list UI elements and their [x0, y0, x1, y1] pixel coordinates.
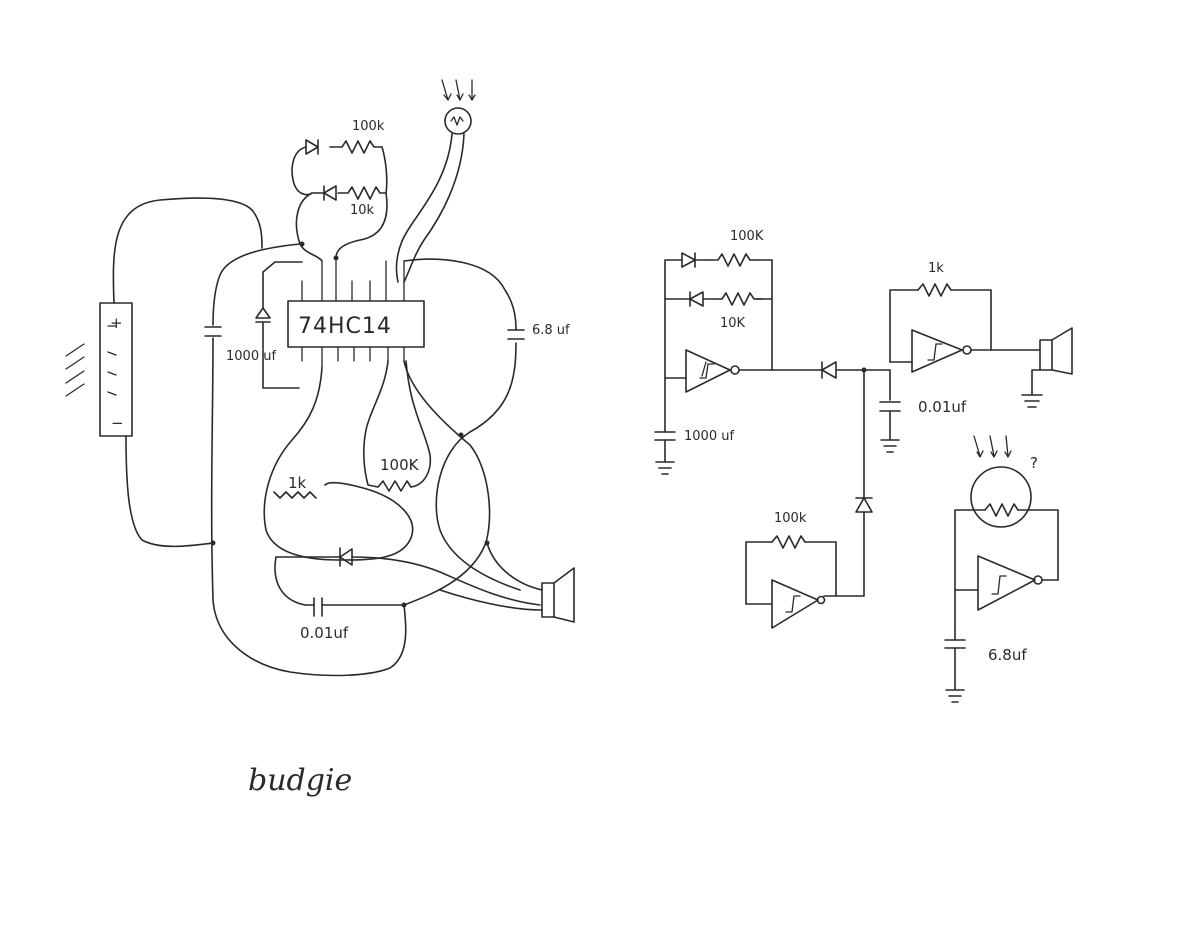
cap-right-label: 6.8 uf — [532, 323, 570, 338]
wire-battery-top — [112, 197, 263, 304]
ground-icon — [880, 410, 900, 453]
schematic-diagram: 100K 10K 1000 uf 1k — [654, 229, 1073, 703]
schmitt-inverter-icon — [685, 349, 740, 393]
diode-icon — [855, 497, 873, 513]
cap-68-label: 6.8uf — [988, 646, 1027, 664]
cap-left-label: 1000 uf — [226, 349, 276, 364]
capacitor-icon — [879, 401, 901, 412]
resistor-top-label: 100k — [352, 119, 385, 134]
res-100k-low-label: 100k — [774, 511, 807, 526]
diode-icon — [681, 252, 704, 307]
diode-icon — [255, 271, 300, 389]
speaker-icon — [541, 567, 575, 623]
resistor-icon — [709, 253, 763, 306]
ground-icon — [655, 439, 675, 475]
capacitor-icon — [944, 639, 966, 649]
photo-resistor-icon — [441, 79, 476, 135]
schmitt-inverter-icon — [771, 579, 826, 629]
wire-battery-bottom — [125, 435, 214, 548]
battery-minus-label: − — [111, 414, 124, 432]
resistor-100k-label: 100K — [380, 456, 420, 474]
res-10k-label: 10K — [720, 316, 746, 331]
physical-wiring-sketch: + − 1000 uf 74HC14 — [65, 79, 575, 677]
diode-icon — [339, 547, 353, 567]
cap-1000-label: 1000 uf — [684, 429, 734, 444]
resistor-icon — [273, 491, 317, 499]
photo-resistor-icon — [970, 435, 1032, 528]
wire-left-loop — [210, 243, 407, 677]
capacitor-icon — [313, 597, 323, 617]
diode-icon — [821, 361, 837, 379]
schmitt-inverter-icon — [911, 329, 972, 373]
speaker-icon — [1039, 327, 1073, 375]
wire-photo-resistor — [395, 133, 453, 283]
cap-bottom-label: 0.01uf — [300, 624, 349, 642]
ground-icon — [945, 647, 965, 703]
cap-001-label: 0.01uf — [918, 398, 967, 416]
resistor-1k-label: 1k — [288, 474, 307, 492]
resistor-icon — [917, 283, 952, 297]
drawing-caption: budgie — [248, 763, 352, 798]
question-mark-label: ? — [1030, 454, 1038, 472]
schmitt-inverter-icon — [977, 555, 1043, 611]
resistor-icon — [329, 140, 387, 200]
resistor-top2-label: 10k — [350, 203, 375, 218]
solar-cell-icon — [65, 302, 133, 437]
resistor-icon — [377, 480, 412, 492]
capacitor-icon — [204, 326, 222, 337]
capacitor-icon — [507, 329, 525, 340]
ground-icon — [1021, 369, 1043, 408]
capacitor-icon — [654, 431, 676, 441]
battery-plus-label: + — [110, 314, 123, 332]
chip-74hc14 — [287, 300, 425, 348]
diode-icon — [305, 139, 337, 201]
res-1k-label: 1k — [928, 261, 944, 276]
wire-right-loop — [403, 258, 521, 591]
resistor-icon — [771, 535, 806, 549]
resistor-icon — [984, 503, 1019, 517]
res-100k-top-label: 100K — [730, 229, 764, 244]
chip-label: 74HC14 — [298, 314, 392, 339]
